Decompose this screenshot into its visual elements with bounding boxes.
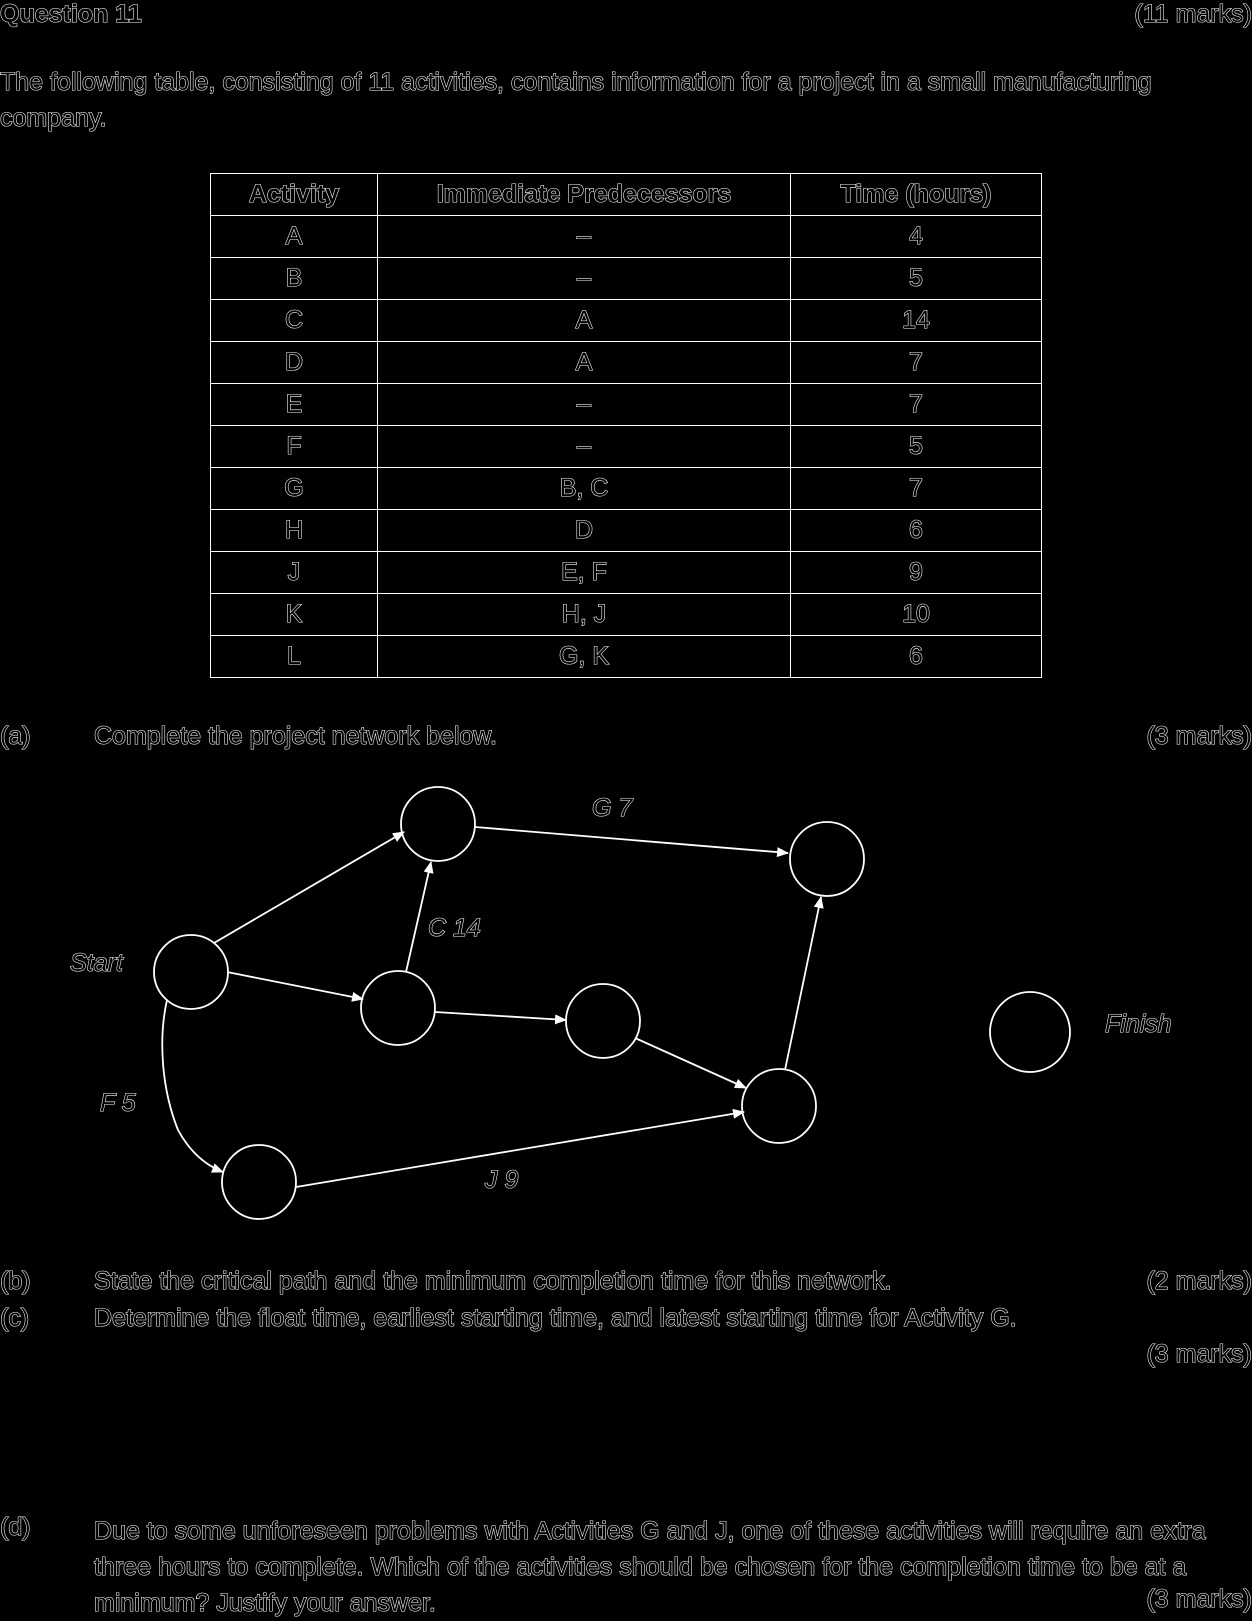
part-b-marks: (2 marks) <box>1146 1266 1252 1295</box>
activity-cell: C <box>210 299 378 342</box>
node-after-g <box>789 821 865 897</box>
part-d-text: Due to some unforeseen problems with Act… <box>93 1516 1206 1617</box>
node-after-a-lower <box>360 970 436 1046</box>
column-header-time: Time (hours) <box>790 173 1042 216</box>
activity-cell: F <box>210 425 378 468</box>
column-header-activity: Activity <box>210 173 378 216</box>
predecessors-cell: H, J <box>377 593 791 636</box>
activity-cell: K <box>210 593 378 636</box>
edge-label-j: J 9 <box>484 1166 518 1194</box>
part-b-label: (b) <box>0 1266 31 1295</box>
table-row: E–7 <box>210 383 1042 426</box>
time-cell: 4 <box>790 215 1042 258</box>
time-cell: 5 <box>790 425 1042 468</box>
question-title: Question 11 <box>0 0 142 29</box>
part-a-marks: (3 marks) <box>1146 721 1252 750</box>
activity-cell: G <box>210 467 378 510</box>
predecessors-cell: – <box>377 215 791 258</box>
predecessors-cell: D <box>377 509 791 552</box>
edge-label-c: C 14 <box>428 914 481 942</box>
part-b-text: State the critical path and the minimum … <box>93 1266 892 1295</box>
edge-start-to-middle-node <box>226 971 364 1002</box>
edge-label-f: F 5 <box>100 1089 136 1117</box>
time-cell: 7 <box>790 383 1042 426</box>
finish-label: Finish <box>1105 1010 1172 1038</box>
predecessors-cell: – <box>377 425 791 468</box>
node-after-d <box>565 983 641 1059</box>
project-network-diagram: Start Finish G 7 C 14 F 5 J 9 <box>69 786 1172 1220</box>
table-row: F–5 <box>210 425 1042 468</box>
time-cell: 6 <box>790 509 1042 552</box>
part-d-label: (d) <box>0 1512 31 1541</box>
start-label: Start <box>70 949 124 977</box>
table-header-row: Activity Immediate Predecessors Time (ho… <box>210 173 1042 216</box>
edge-g <box>474 826 789 858</box>
node-finish <box>989 991 1071 1073</box>
edge-label-g: G 7 <box>592 794 633 822</box>
edge-to-k-node <box>634 1037 747 1089</box>
node-after-a <box>400 786 476 862</box>
activity-cell: A <box>210 215 378 258</box>
part-d-marks: (3 marks) <box>1146 1584 1252 1613</box>
edge-j <box>295 1108 745 1188</box>
edge-middle-to-right-node <box>434 1011 567 1025</box>
activity-cell: J <box>210 551 378 594</box>
activity-cell: B <box>210 257 378 300</box>
part-a-label: (a) <box>0 721 31 750</box>
predecessors-cell: E, F <box>377 551 791 594</box>
edge-f <box>161 999 224 1173</box>
predecessors-cell: – <box>377 383 791 426</box>
part-c-label: (c) <box>0 1303 30 1332</box>
edge-c <box>405 861 434 973</box>
time-cell: 5 <box>790 257 1042 300</box>
node-start <box>153 934 229 1010</box>
activity-cell: E <box>210 383 378 426</box>
activity-cell: H <box>210 509 378 552</box>
predecessors-cell: A <box>377 341 791 384</box>
time-cell: 6 <box>790 635 1042 678</box>
predecessors-cell: G, K <box>377 635 791 678</box>
activity-cell: L <box>210 635 378 678</box>
activity-table: Activity Immediate Predecessors Time (ho… <box>210 173 1042 678</box>
table-row: A–4 <box>210 215 1042 258</box>
predecessors-cell: B, C <box>377 467 791 510</box>
intro-paragraph: The following table, consisting of 11 ac… <box>0 67 1152 132</box>
node-before-k <box>741 1068 817 1144</box>
edge-k-node-to-upper-right <box>784 896 824 1071</box>
predecessors-cell: A <box>377 299 791 342</box>
total-marks: (11 marks) <box>1134 0 1252 29</box>
table-row: B–5 <box>210 257 1042 300</box>
edge-start-to-upper-node <box>213 831 405 944</box>
time-cell: 10 <box>790 593 1042 636</box>
part-a-text: Complete the project network below. <box>93 721 497 750</box>
time-cell: 7 <box>790 467 1042 510</box>
time-cell: 7 <box>790 341 1042 384</box>
part-c-text: Determine the float time, earliest start… <box>93 1303 1017 1332</box>
predecessors-cell: – <box>377 257 791 300</box>
column-header-predecessors: Immediate Predecessors <box>377 173 791 216</box>
time-cell: 14 <box>790 299 1042 342</box>
part-c-marks: (3 marks) <box>1146 1339 1252 1368</box>
node-after-f <box>221 1144 297 1220</box>
activity-cell: D <box>210 341 378 384</box>
time-cell: 9 <box>790 551 1042 594</box>
